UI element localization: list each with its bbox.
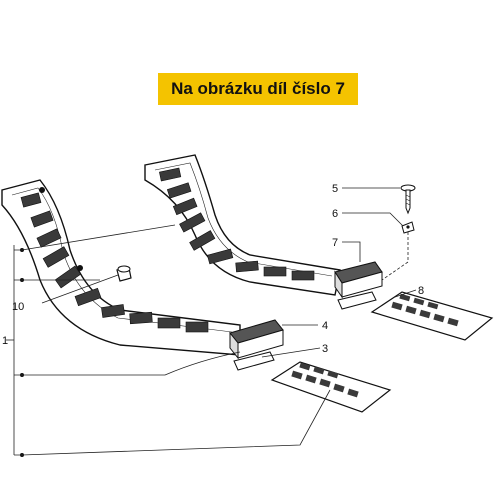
left-mat bbox=[1, 179, 241, 356]
leader-lines bbox=[6, 187, 417, 457]
callout-8: 8 bbox=[418, 285, 424, 297]
callout-1: 1 bbox=[2, 335, 8, 347]
part-7-block bbox=[334, 261, 383, 310]
callout-5: 5 bbox=[332, 183, 338, 195]
part-banner: Na obrázku díl číslo 7 bbox=[158, 73, 358, 105]
part-5-screw bbox=[400, 184, 416, 215]
callout-3: 3 bbox=[322, 343, 328, 355]
right-mat-pads bbox=[159, 167, 315, 281]
part-3-insert bbox=[270, 361, 392, 413]
part-8-insert bbox=[370, 291, 494, 341]
callout-7: 7 bbox=[332, 237, 338, 249]
callout-6: 6 bbox=[332, 208, 338, 220]
part-6-washer bbox=[401, 221, 415, 234]
part-10-plug bbox=[116, 265, 132, 282]
callout-10: 10 bbox=[12, 301, 24, 313]
callout-4: 4 bbox=[322, 320, 328, 332]
right-mat bbox=[144, 154, 341, 296]
left-mat-pads bbox=[20, 192, 209, 333]
